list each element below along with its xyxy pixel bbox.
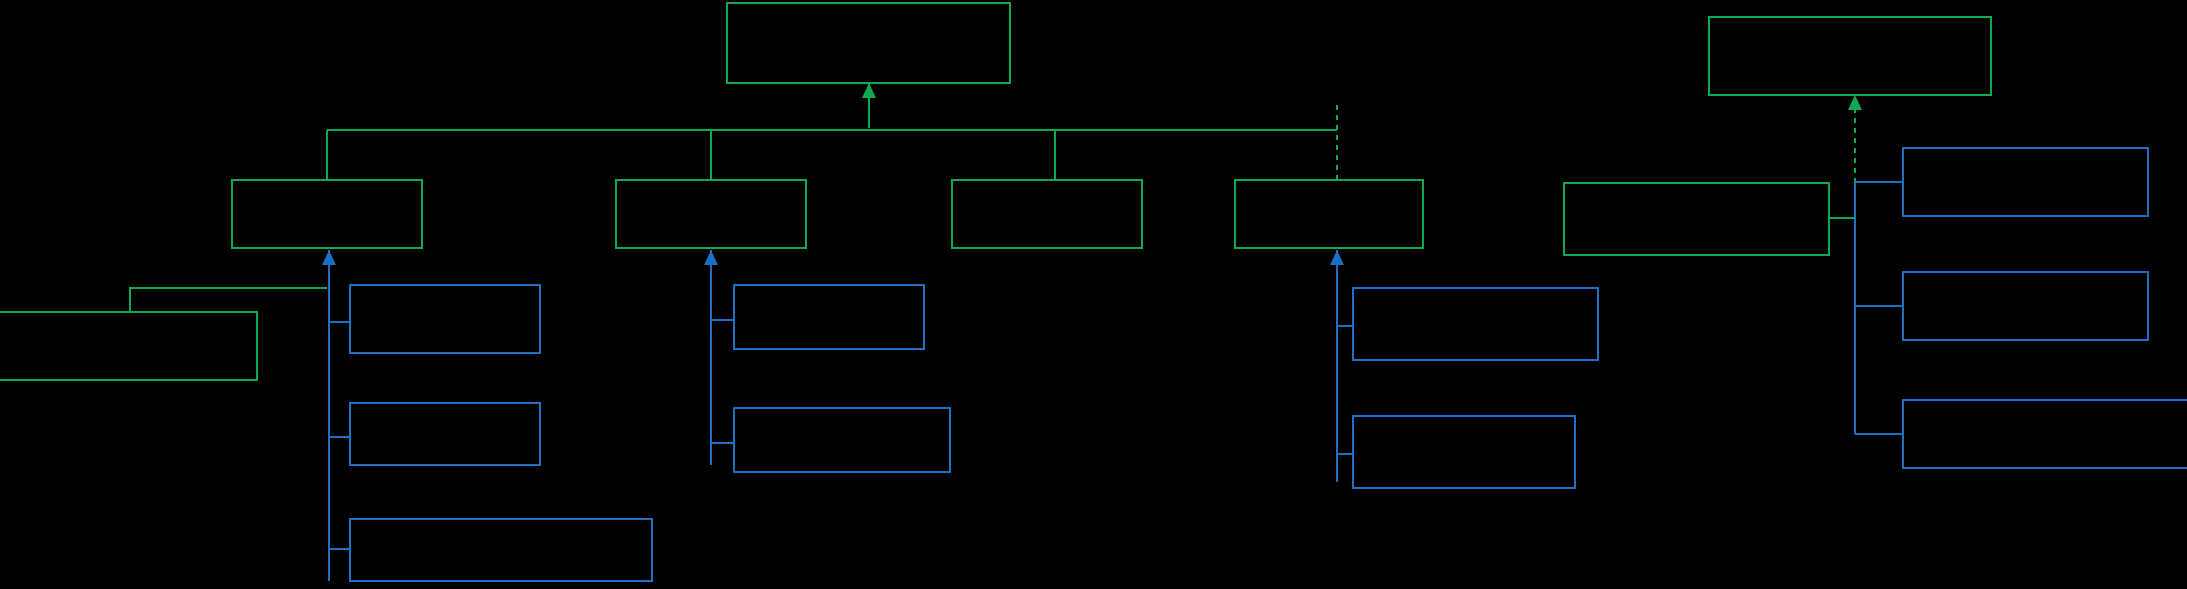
edge-e-left-a (129, 287, 327, 312)
node-b-a2[interactable] (349, 402, 541, 466)
node-g-d[interactable] (1234, 179, 1424, 249)
node-b-b1[interactable] (733, 284, 925, 350)
arrowhead-e-c-stem (1330, 250, 1344, 265)
node-b-a3[interactable] (349, 518, 653, 582)
node-b-c2[interactable] (1352, 415, 1576, 489)
node-g-root[interactable] (726, 2, 1011, 84)
arrowhead-e-root-bus (862, 83, 876, 98)
node-b-a1[interactable] (349, 284, 541, 354)
node-b-r1[interactable] (1902, 147, 2149, 217)
arrowhead-e-r-root (1848, 95, 1862, 110)
node-g-r-root[interactable] (1708, 16, 1992, 96)
node-g-a[interactable] (231, 179, 423, 249)
arrowhead-e-a-stem (322, 250, 336, 265)
node-g-c[interactable] (951, 179, 1143, 249)
arrowhead-e-b-stem (704, 250, 718, 265)
node-b-c1[interactable] (1352, 287, 1599, 361)
node-g-r-a[interactable] (1563, 182, 1830, 256)
node-b-b2[interactable] (733, 407, 951, 473)
node-g-b[interactable] (615, 179, 807, 249)
node-b-r3[interactable] (1902, 399, 2187, 469)
node-g-left[interactable] (0, 311, 258, 381)
edge-layer (129, 83, 1903, 581)
node-b-r2[interactable] (1902, 271, 2149, 341)
